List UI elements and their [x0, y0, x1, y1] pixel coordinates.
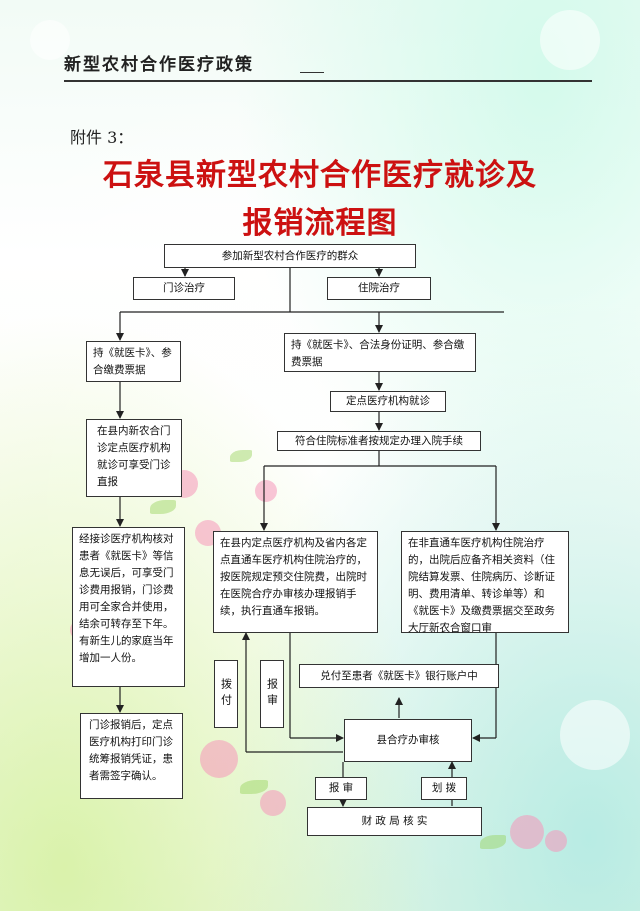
flow-box-print-slip: 门诊报销后，定点医疗机构打印门诊统筹报销凭证，患者需签字确认。 — [80, 713, 183, 799]
background-bubble — [30, 20, 70, 60]
flow-box-non-direct: 在非直通车医疗机构住院治疗的，出院后应备齐相关资料（住院结算发票、住院病历、诊断… — [401, 531, 569, 634]
flow-box-verify-card: 经接诊医疗机构核对患者《就医卡》等信息无误后，可享受门诊费用报销，门诊费用可全家… — [72, 527, 185, 687]
flow-box-inpatient: 住院治疗 — [327, 277, 431, 300]
flower-decoration — [510, 815, 544, 849]
flow-box-card-outpatient: 持《就医卡》、参合缴费票据 — [86, 341, 181, 382]
flow-box-participants: 参加新型农村合作医疗的群众 — [164, 244, 416, 268]
flow-box-finance: 财 政 局 核 实 — [307, 807, 482, 836]
background-bubble — [540, 10, 600, 70]
flow-box-outpatient: 门诊治疗 — [133, 277, 235, 300]
header-divider — [64, 80, 592, 82]
flow-box-pay-to-card: 兑付至患者《就医卡》银行账户中 — [299, 664, 499, 688]
flow-box-county-office: 县合疗办审核 — [344, 719, 472, 762]
flower-decoration — [260, 790, 286, 816]
background-bubble — [560, 700, 630, 770]
flower-decoration — [255, 480, 277, 502]
flow-box-outpatient-direct: 在县内新农合门诊定点医疗机构就诊可享受门诊直报 — [86, 419, 182, 497]
flow-box-in-county: 在县内定点医疗机构及省内各定点直通车医疗机构住院治疗的，按医院规定预交住院费，出… — [213, 531, 378, 633]
leaf-decoration — [480, 835, 506, 849]
leaf-decoration — [150, 500, 176, 514]
header-title: 新型农村合作医疗政策 — [64, 55, 254, 75]
flow-box-designated-hospital: 定点医疗机构就诊 — [330, 391, 446, 412]
leaf-decoration — [230, 450, 252, 462]
page-title-line-2: 报销流程图 — [242, 206, 398, 241]
flower-decoration — [545, 830, 567, 852]
leaf-decoration — [240, 780, 268, 794]
flow-box-card-inpatient: 持《就医卡》、合法身份证明、参合缴费票据 — [284, 333, 476, 372]
page-title-line-1: 石泉县新型农村合作医疗就诊及 — [103, 158, 537, 193]
header-dash — [300, 72, 324, 73]
flow-label-allocate: 划 拨 — [421, 777, 467, 800]
flow-label-disburse: 拨付 — [214, 660, 238, 728]
flow-label-report-bottom: 报 审 — [315, 777, 367, 800]
flow-box-admission: 符合住院标准者按规定办理入院手续 — [277, 431, 481, 451]
flower-decoration — [200, 740, 238, 778]
attachment-label: 附件 3： — [70, 128, 134, 147]
flow-label-report: 报审 — [260, 660, 284, 728]
